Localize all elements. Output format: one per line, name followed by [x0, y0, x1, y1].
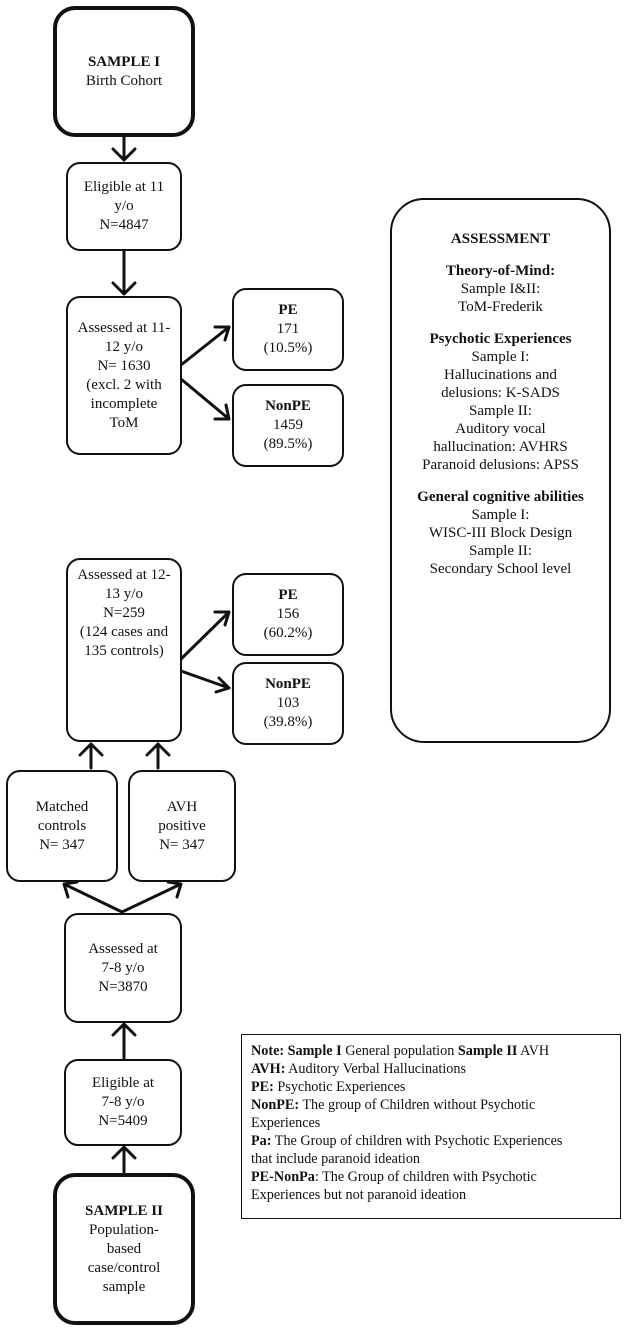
pe1-box: PE 171 (10.5%): [232, 288, 344, 371]
matched-controls-box: Matched controls N= 347: [6, 770, 118, 882]
assessed11-box: Assessed at 11- 12 y/o N= 1630 (excl. 2 …: [66, 296, 182, 455]
arrow-eligible-assessed11: [111, 249, 137, 296]
pe-assessment-line: Auditory vocal: [455, 421, 546, 437]
sample2-title: SAMPLE II: [85, 1202, 163, 1219]
note-line: PE: Psychotic Experiences: [251, 1079, 406, 1095]
assessed78-line3: N=3870: [98, 978, 148, 995]
assessed11-line6: ToM: [109, 414, 139, 431]
sample2-line1: Population-: [89, 1221, 159, 1238]
nonpe1-pct: (89.5%): [263, 436, 313, 452]
eligible78-line3: N=5409: [98, 1113, 148, 1129]
arrow-sample2-eligible78: [111, 1145, 137, 1174]
tom-line: Sample I&II:: [460, 281, 541, 297]
pe1-count: 171: [276, 321, 300, 337]
pe-assessment-line: Sample I:: [471, 349, 530, 365]
arrow-assessed78-avh: [120, 880, 183, 914]
eligible11-line3: N=4847: [99, 217, 149, 233]
matched-line3: N= 347: [39, 836, 85, 853]
arrow-assessed11-pe1: [179, 325, 231, 367]
assessed11-line4: (excl. 2 with: [86, 376, 162, 393]
arrow-assessed78-matched: [62, 880, 124, 914]
avh-line1: AVH: [166, 798, 198, 815]
nonpe1-count: 1459: [273, 417, 303, 433]
assessed11-line2: 12 y/o: [105, 338, 143, 355]
nonpe1-title: NonPE: [265, 398, 311, 414]
note-line: PE-NonPa: The Group of children with Psy…: [251, 1169, 537, 1185]
eligible78-line2: 7-8 y/o: [101, 1094, 145, 1110]
eligible78-line1: Eligible at: [91, 1075, 155, 1091]
note-line: that include paranoid ideation: [251, 1151, 421, 1167]
eligible11-line2: y/o: [114, 198, 134, 214]
pe-assessment-line: delusions: K-SADS: [441, 385, 560, 401]
nonpe1-box: NonPE 1459 (89.5%): [232, 384, 344, 467]
assessment-heading: ASSESSMENT: [450, 231, 551, 247]
assessed78-box: Assessed at 7-8 y/o N=3870: [64, 913, 182, 1023]
arrow-eligible78-assessed78: [111, 1022, 137, 1060]
note-box: Note: Sample I General population Sample…: [241, 1034, 621, 1219]
nonpe2-count: 103: [276, 695, 300, 711]
sample2-line4: sample: [102, 1278, 146, 1295]
matched-line2: controls: [37, 817, 87, 834]
pe2-title: PE: [278, 587, 298, 603]
arrow-matched-assessed12: [78, 742, 104, 770]
pe-assessment-line: Hallucinations and: [444, 367, 557, 383]
matched-line1: Matched: [35, 798, 89, 815]
sample1-title: SAMPLE I: [87, 53, 161, 70]
assessed11-line1: Assessed at 11-: [77, 319, 171, 336]
nonpe2-pct: (39.8%): [263, 714, 313, 730]
assessed11-line3: N= 1630: [97, 357, 151, 374]
nonpe2-box: NonPE 103 (39.8%): [232, 662, 344, 745]
eligible11-line1: Eligible at 11: [83, 179, 165, 195]
arrow-assessed12-pe2: [179, 610, 231, 661]
assessed12-box: Assessed at 12- 13 y/o N=259 (124 cases …: [66, 558, 182, 742]
gca-line: Secondary School level: [429, 561, 572, 577]
pe-assessment-line: Sample II:: [469, 403, 532, 419]
pe-assessment-title: Psychotic Experiences: [429, 331, 572, 347]
eligible11-box: Eligible at 11 y/o N=4847: [66, 162, 182, 251]
sample1-subtitle: Birth Cohort: [85, 72, 163, 89]
avh-line2: positive: [158, 817, 206, 834]
pe1-title: PE: [278, 302, 298, 318]
note-line: Pa: The Group of children with Psychotic…: [251, 1133, 563, 1149]
pe2-pct: (60.2%): [263, 625, 313, 641]
avh-positive-box: AVH positive N= 347: [128, 770, 236, 882]
nonpe2-title: NonPE: [265, 676, 311, 692]
note-line: AVH: Auditory Verbal Hallucinations: [251, 1061, 467, 1077]
note-line: Note: Sample I General population Sample…: [251, 1043, 550, 1059]
sample2-line2: based: [106, 1240, 142, 1257]
arrow-assessed12-nonpe2: [179, 669, 231, 694]
arrow-avh-assessed12: [145, 742, 171, 770]
pe2-box: PE 156 (60.2%): [232, 573, 344, 656]
arrow-sample1-eligible: [111, 135, 137, 162]
assessed11-line5: incomplete: [90, 395, 158, 412]
sample2-line3: case/control: [87, 1259, 161, 1276]
tom-line: ToM-Frederik: [458, 299, 543, 315]
assessed12-line1: Assessed at 12-: [77, 567, 171, 583]
pe-assessment-line: hallucination: AVHRS: [433, 439, 568, 455]
assessment-panel: ASSESSMENT Theory-of-Mind: Sample I&II: …: [390, 198, 611, 743]
assessed12-line5: 135 controls): [84, 643, 164, 659]
pe2-count: 156: [276, 606, 300, 622]
note-line: NonPE: The group of Children without Psy…: [251, 1097, 536, 1113]
eligible78-box: Eligible at 7-8 y/o N=5409: [64, 1059, 182, 1146]
avh-line3: N= 347: [159, 836, 205, 853]
gca-title: General cognitive abilities: [417, 489, 584, 505]
gca-line: Sample I:: [471, 507, 530, 523]
gca-line: Sample II:: [469, 543, 532, 559]
assessed12-line3: N=259: [103, 605, 145, 621]
assessed12-line2: 13 y/o: [105, 586, 143, 602]
tom-title: Theory-of-Mind:: [445, 263, 556, 279]
assessed78-line2: 7-8 y/o: [101, 959, 145, 976]
sample2-box: SAMPLE II Population- based case/control…: [53, 1173, 195, 1325]
gca-line: WISC-III Block Design: [428, 525, 573, 541]
arrow-assessed11-nonpe1: [179, 377, 231, 421]
pe1-pct: (10.5%): [263, 340, 313, 356]
sample1-box: SAMPLE I Birth Cohort: [53, 6, 195, 137]
assessed78-line1: Assessed at: [88, 940, 158, 957]
assessed12-line4: (124 cases and: [79, 624, 169, 640]
note-line: Experiences: [251, 1115, 321, 1131]
pe-assessment-line: Paranoid delusions: APSS: [422, 457, 579, 473]
note-line: Experiences but not paranoid ideation: [251, 1187, 467, 1203]
